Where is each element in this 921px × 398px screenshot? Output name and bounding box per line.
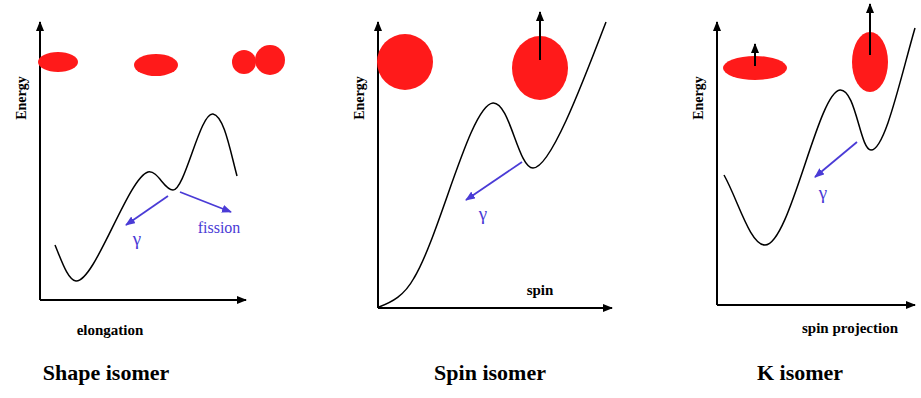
axis-label: spin — [527, 283, 554, 298]
gamma-label: γ — [819, 183, 827, 202]
panel-title: Spin isomer — [434, 362, 546, 384]
axis-label: Energy — [353, 76, 367, 120]
panel-title: K isomer — [757, 362, 843, 384]
gamma-label: γ — [133, 229, 141, 248]
axis-label: Energy — [15, 76, 29, 120]
panel-title: Shape isomer — [43, 362, 170, 384]
axis-label: spin projection — [802, 321, 898, 336]
fission-label: fission — [198, 220, 241, 236]
axis-label: elongation — [77, 323, 144, 338]
axis-label: Energy — [692, 76, 706, 120]
gamma-label: γ — [479, 204, 487, 223]
